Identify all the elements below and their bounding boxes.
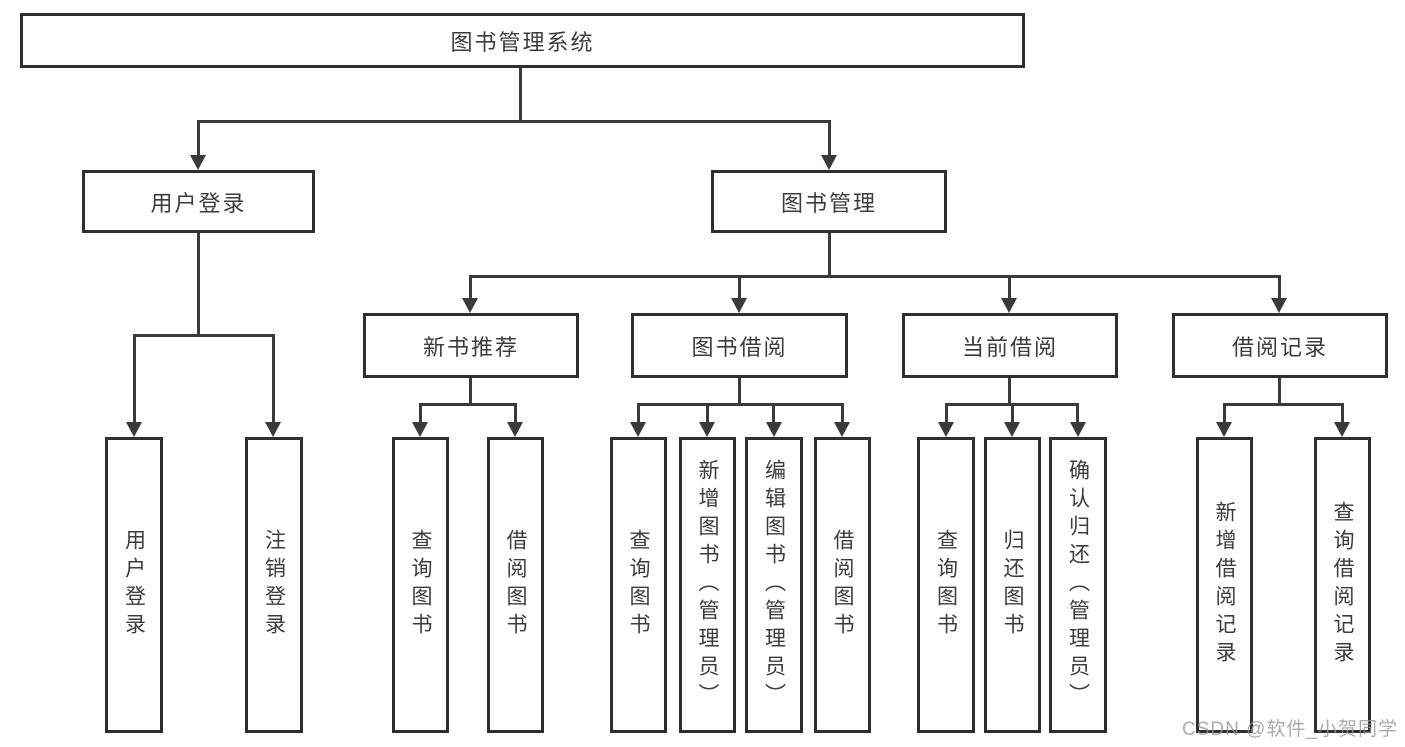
arrow-down-icon bbox=[630, 422, 646, 437]
connector-to-leaf-user-login bbox=[133, 334, 136, 422]
node-borrowing-records: 借阅记录 bbox=[1172, 313, 1388, 378]
leaf-logout: 注销登录 bbox=[245, 437, 303, 733]
arrow-down-icon bbox=[731, 298, 747, 313]
connector-book-borrowing-split bbox=[637, 403, 844, 406]
arrow-down-icon bbox=[766, 422, 782, 437]
connector-root-split bbox=[197, 120, 831, 123]
connector-to-leaf bbox=[637, 403, 640, 422]
connector-to-leaf bbox=[841, 403, 844, 422]
leaf-add-book-admin-label: 新增图书（管理员） bbox=[696, 459, 719, 711]
node-borrowing-records-label: 借阅记录 bbox=[1231, 334, 1328, 360]
arrow-down-icon bbox=[462, 298, 478, 313]
leaf-logout-label: 注销登录 bbox=[262, 529, 286, 641]
connector-to-book-management bbox=[828, 120, 831, 155]
arrow-down-icon bbox=[1271, 298, 1287, 313]
connector-user-login-trunk bbox=[197, 233, 200, 337]
connector-to-leaf bbox=[1341, 403, 1344, 422]
connector-to-leaf bbox=[1011, 403, 1014, 422]
connector-borrowing-records-split bbox=[1223, 403, 1344, 406]
leaf-edit-book-admin-label: 编辑图书（管理员） bbox=[762, 459, 786, 711]
connector-to-current-borrowing bbox=[1008, 275, 1011, 298]
connector-book-management-trunk bbox=[828, 233, 831, 278]
connector-to-user-login bbox=[197, 120, 200, 155]
leaf-add-borrow-record-label: 新增借阅记录 bbox=[1213, 501, 1236, 669]
arrow-down-icon bbox=[507, 422, 523, 437]
node-user-login-label: 用户登录 bbox=[150, 190, 247, 216]
connector-user-login-split bbox=[133, 334, 275, 337]
leaf-edit-book-admin: 编辑图书（管理员） bbox=[745, 437, 803, 733]
leaf-add-borrow-record: 新增借阅记录 bbox=[1196, 437, 1253, 733]
arrow-down-icon bbox=[699, 422, 715, 437]
arrow-down-icon bbox=[1334, 422, 1350, 437]
leaf-query-books-label: 查询图书 bbox=[409, 529, 432, 641]
node-book-management-label: 图书管理 bbox=[780, 190, 877, 216]
leaf-query-borrow-record: 查询借阅记录 bbox=[1314, 437, 1371, 733]
connector-root-trunk bbox=[519, 68, 522, 123]
leaf-confirm-return-admin: 确认归还（管理员） bbox=[1049, 437, 1107, 733]
leaf-user-login: 用户登录 bbox=[105, 437, 163, 733]
leaf-confirm-return-admin-label: 确认归还（管理员） bbox=[1066, 459, 1090, 711]
leaf-add-book-admin: 新增图书（管理员） bbox=[679, 437, 736, 733]
node-book-borrowing-label: 图书借阅 bbox=[691, 334, 788, 360]
connector-new-book-trunk bbox=[469, 378, 472, 405]
connector-borrowing-records-trunk bbox=[1278, 378, 1281, 405]
connector-to-leaf bbox=[514, 403, 517, 422]
leaf-query-books: 查询图书 bbox=[917, 437, 975, 733]
leaf-borrow-books-label: 借阅图书 bbox=[504, 529, 527, 641]
arrow-down-icon bbox=[1216, 422, 1232, 437]
leaf-query-books: 查询图书 bbox=[392, 437, 449, 733]
connector-to-leaf bbox=[1076, 403, 1079, 422]
connector-to-book-borrowing bbox=[738, 275, 741, 298]
leaf-borrow-books-label: 借阅图书 bbox=[831, 529, 854, 641]
arrow-down-icon bbox=[1001, 298, 1017, 313]
leaf-return-books-label: 归还图书 bbox=[1001, 529, 1024, 641]
leaf-query-books-label: 查询图书 bbox=[627, 529, 650, 641]
leaf-borrow-books: 借阅图书 bbox=[814, 437, 871, 733]
node-current-borrowing-label: 当前借阅 bbox=[961, 334, 1058, 360]
connector-book-management-split bbox=[469, 275, 1281, 278]
connector-current-borrowing-trunk bbox=[1008, 378, 1011, 405]
node-user-login: 用户登录 bbox=[82, 170, 315, 233]
connector-to-leaf-logout bbox=[272, 334, 275, 422]
arrow-down-icon bbox=[126, 422, 142, 437]
arrow-down-icon bbox=[412, 422, 428, 437]
node-current-borrowing: 当前借阅 bbox=[902, 313, 1118, 378]
arrow-down-icon bbox=[938, 422, 954, 437]
arrow-down-icon bbox=[821, 155, 837, 170]
leaf-query-books-label: 查询图书 bbox=[934, 529, 958, 641]
connector-to-leaf bbox=[1223, 403, 1226, 422]
arrow-down-icon bbox=[1004, 422, 1020, 437]
node-book-borrowing: 图书借阅 bbox=[631, 313, 848, 378]
connector-to-new-book-recommend bbox=[469, 275, 472, 298]
node-library-system: 图书管理系统 bbox=[20, 13, 1025, 68]
leaf-user-login-label: 用户登录 bbox=[122, 529, 146, 641]
node-library-system-label: 图书管理系统 bbox=[450, 29, 595, 55]
leaf-query-books: 查询图书 bbox=[610, 437, 667, 733]
csdn-watermark: CSDN @软件_小贺同学 bbox=[1182, 719, 1398, 740]
arrow-down-icon bbox=[834, 422, 850, 437]
connector-new-book-split bbox=[419, 403, 517, 406]
node-new-book-recommend: 新书推荐 bbox=[363, 313, 579, 378]
arrow-down-icon bbox=[265, 422, 281, 437]
arrow-down-icon bbox=[1070, 422, 1086, 437]
arrow-down-icon bbox=[190, 155, 206, 170]
leaf-return-books: 归还图书 bbox=[984, 437, 1041, 733]
connector-to-leaf bbox=[772, 403, 775, 422]
node-book-management: 图书管理 bbox=[711, 170, 947, 233]
connector-to-leaf bbox=[706, 403, 709, 422]
connector-to-leaf bbox=[419, 403, 422, 422]
connector-book-borrowing-trunk bbox=[738, 378, 741, 405]
connector-to-leaf bbox=[945, 403, 948, 422]
node-new-book-recommend-label: 新书推荐 bbox=[422, 334, 519, 360]
leaf-query-borrow-record-label: 查询借阅记录 bbox=[1331, 501, 1354, 669]
leaf-borrow-books: 借阅图书 bbox=[487, 437, 544, 733]
connector-to-borrowing-records bbox=[1278, 275, 1281, 298]
